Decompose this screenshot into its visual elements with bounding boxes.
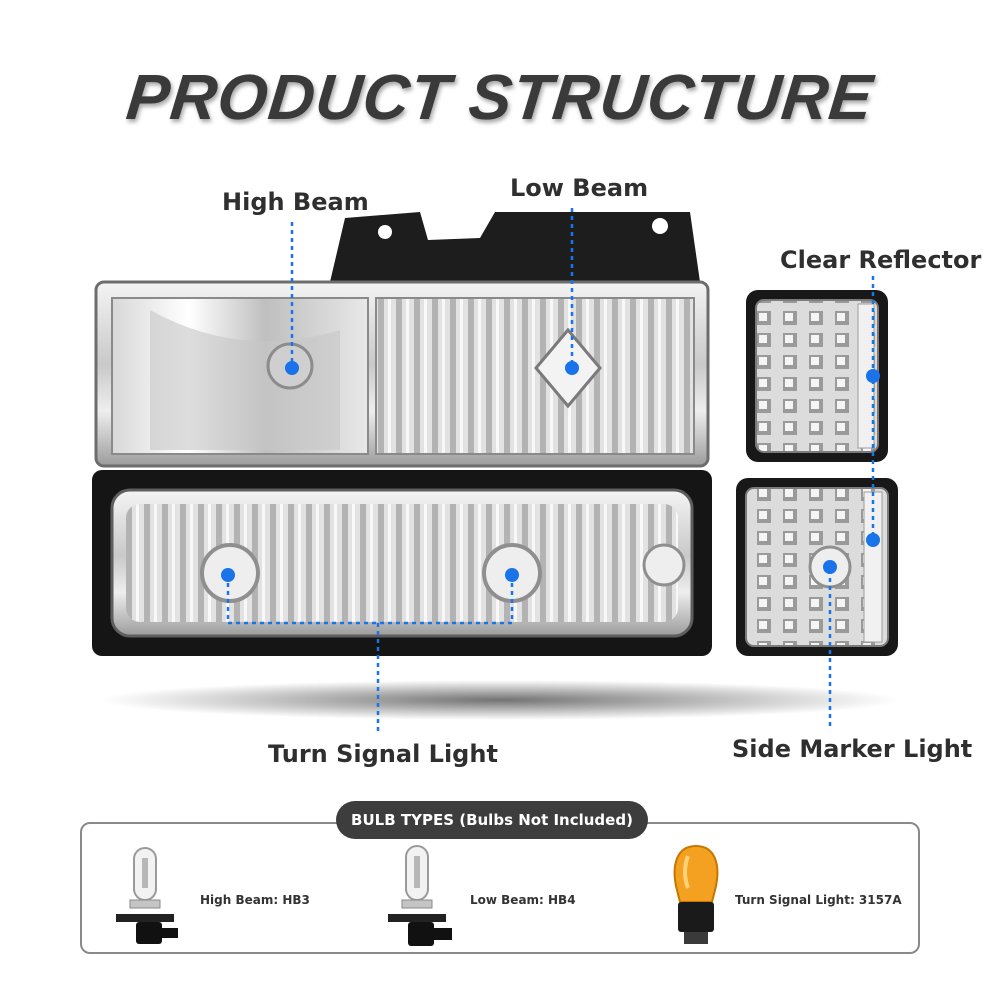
high-beam-label: High Beam bbox=[222, 188, 369, 216]
halogen-bulb-hb4-icon bbox=[388, 845, 452, 946]
3157a-label: Turn Signal Light: 3157A bbox=[735, 893, 902, 907]
turn-signal-label: Turn Signal Light bbox=[268, 740, 498, 768]
hb3-label: High Beam: HB3 bbox=[200, 893, 310, 907]
callout-dots bbox=[221, 361, 880, 582]
low-beam-label: Low Beam bbox=[510, 174, 649, 202]
amber-bulb-3157a-icon bbox=[673, 844, 719, 944]
callout-lines bbox=[226, 208, 875, 733]
bulb-types-panel bbox=[80, 822, 920, 954]
bulb-types-heading: BULB TYPES (Bulbs Not Included) bbox=[336, 801, 648, 839]
clear-reflector-label: Clear Reflector bbox=[780, 246, 982, 274]
side-marker-label: Side Marker Light bbox=[732, 735, 973, 763]
halogen-bulb-hb3-icon bbox=[116, 847, 178, 944]
hb4-label: Low Beam: HB4 bbox=[470, 893, 576, 907]
